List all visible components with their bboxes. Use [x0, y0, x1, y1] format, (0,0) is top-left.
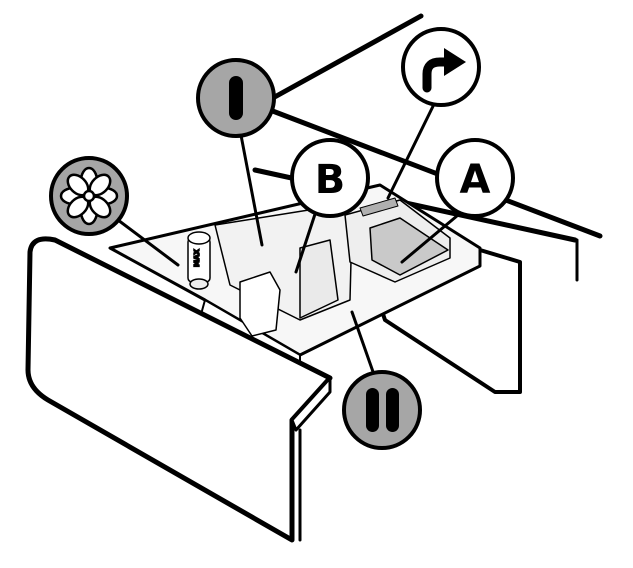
siphon-cap: MAX	[187, 231, 211, 290]
callout-softener	[49, 156, 129, 236]
arrow-leader	[386, 90, 442, 200]
softener-leader	[116, 218, 180, 267]
callout-compartment-a: A	[435, 138, 515, 218]
compartment-b-leader	[294, 203, 320, 274]
drawer-front	[25, 236, 333, 543]
compartment-inserts	[214, 197, 451, 337]
roman-one-pill-icon	[229, 76, 243, 120]
curved-arrow-icon	[422, 48, 466, 93]
callout-b-letter: B	[315, 157, 346, 203]
callout-arrow	[401, 27, 481, 107]
callout-compartment-b: B	[290, 138, 370, 218]
callout-a-letter: A	[460, 157, 491, 203]
callout-compartment-one	[196, 58, 276, 138]
siphon-max-label: MAX	[193, 249, 201, 267]
compartment-one-leader	[238, 128, 264, 247]
callout-compartment-two	[342, 370, 422, 450]
roman-two-pills-icon	[366, 388, 399, 432]
flower-icon	[59, 166, 119, 226]
